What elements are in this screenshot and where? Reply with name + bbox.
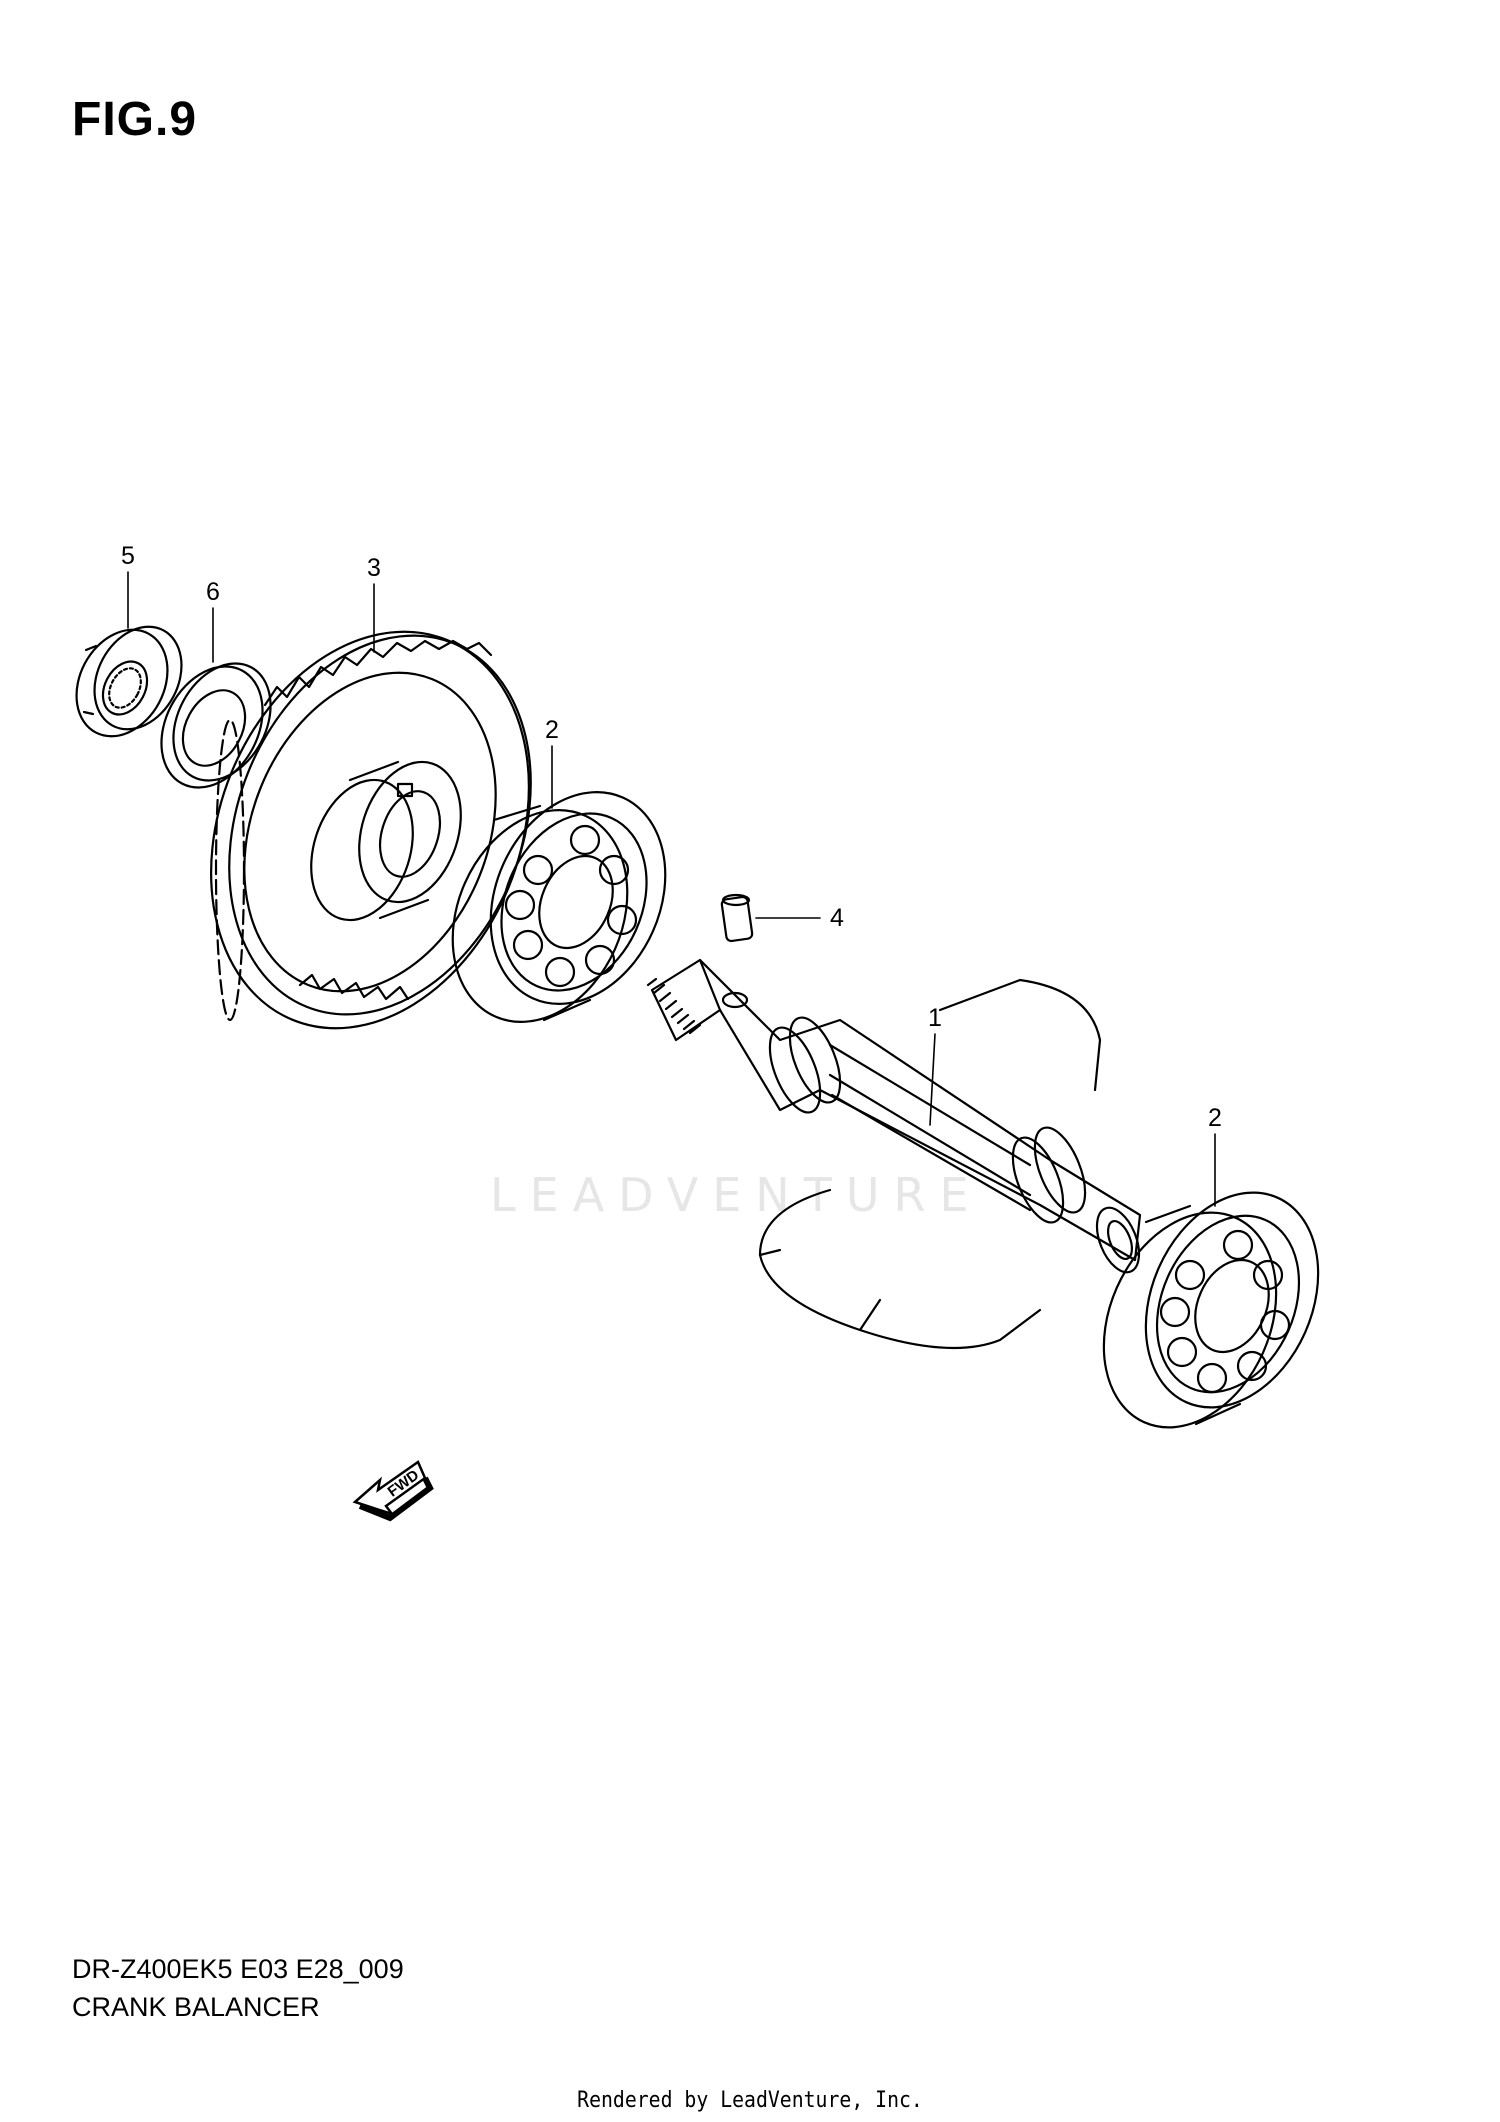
- bearing-part-2-lower[interactable]: [1071, 1165, 1350, 1455]
- crank-balancer-shaft-part-1[interactable]: [646, 958, 1147, 1350]
- fwd-arrow-icon: FWD: [352, 1460, 434, 1522]
- washer-part-6[interactable]: [141, 647, 290, 806]
- gear-part-3[interactable]: [154, 584, 586, 1077]
- pin-part-4[interactable]: [720, 893, 754, 943]
- watermark: LEADVENTURE: [490, 1168, 983, 1222]
- callout-1: 1: [928, 1004, 942, 1032]
- callout-5: 5: [121, 542, 135, 570]
- rendered-by: Rendered by LeadVenture, Inc.: [577, 2088, 923, 2113]
- callout-6: 6: [206, 578, 220, 606]
- leader-lines: [127, 571, 1216, 1207]
- diagram-name: CRANK BALANCER: [72, 1992, 320, 2022]
- callout-2-upper: 2: [545, 716, 559, 744]
- figure-title: FIG.9: [72, 93, 198, 146]
- model-code: DR-Z400EK5 E03 E28_009: [72, 1954, 404, 1984]
- callout-3: 3: [367, 554, 381, 582]
- callout-4: 4: [830, 904, 844, 932]
- nut-part-5[interactable]: [59, 612, 199, 753]
- callout-2-lower: 2: [1208, 1104, 1222, 1132]
- bearing-part-2-upper[interactable]: [420, 764, 697, 1050]
